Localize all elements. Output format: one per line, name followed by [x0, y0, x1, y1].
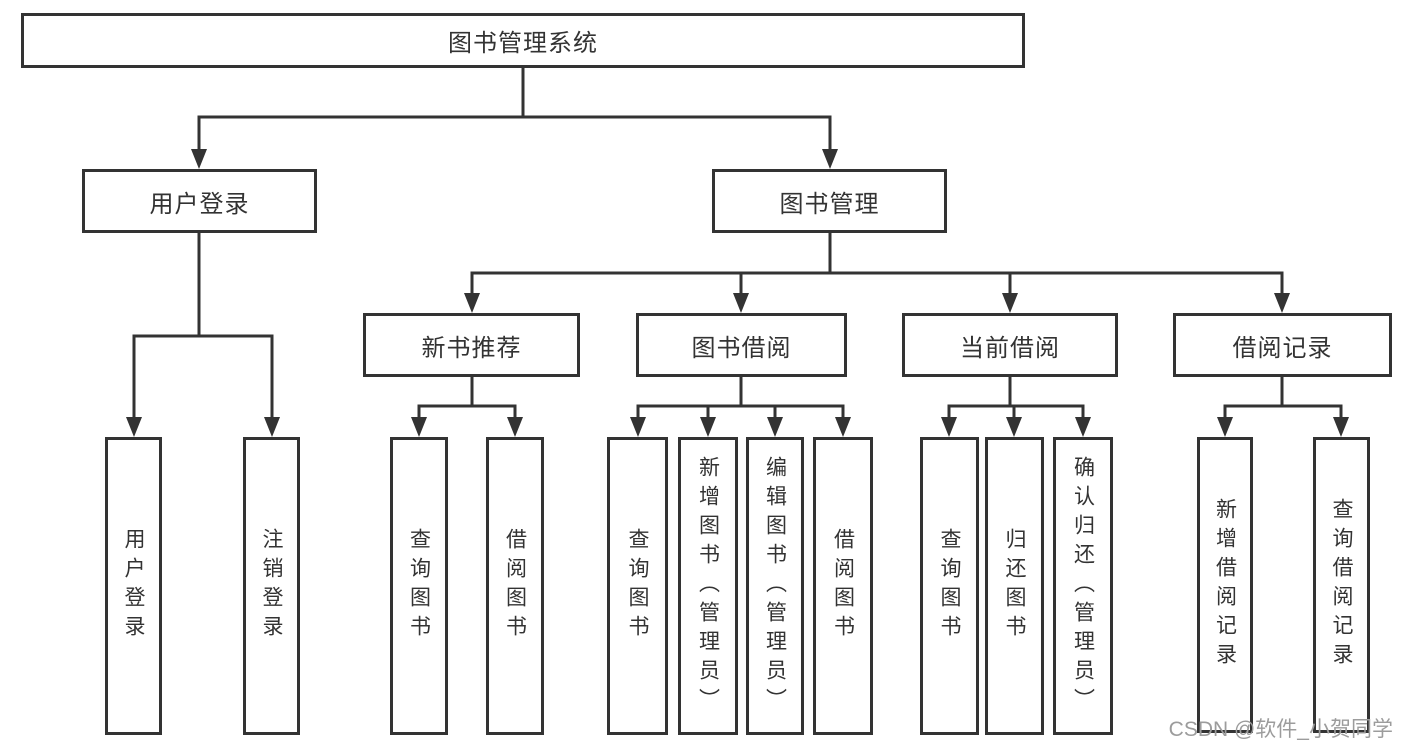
- leaf-borrow-books-label: 借阅图书: [831, 528, 855, 644]
- leaf-logout-label: 注销登录: [260, 528, 283, 644]
- leaf-confirm-return-admin-label: 确认归还（管理员）: [1071, 455, 1095, 717]
- leaf-query-borrow-record-label: 查询借阅记录: [1330, 498, 1353, 672]
- leaf-borrow-query-books-label: 查询图书: [626, 528, 649, 644]
- node-new-book-recommend-label: 新书推荐: [421, 334, 522, 362]
- connector-stems: [132, 66, 1343, 423]
- leaf-user-login-label: 用户登录: [122, 528, 145, 644]
- node-book-borrow-label: 图书借阅: [691, 334, 792, 362]
- leaf-recommend-borrow-books: 借阅图书: [486, 437, 544, 735]
- leaf-add-borrow-record: 新增借阅记录: [1197, 437, 1253, 733]
- leaf-add-books-admin: 新增图书（管理员）: [678, 437, 738, 735]
- leaf-recommend-borrow-books-label: 借阅图书: [503, 528, 527, 644]
- leaf-borrow-books: 借阅图书: [813, 437, 873, 735]
- node-current-borrow: 当前借阅: [902, 313, 1118, 377]
- node-new-book-recommend: 新书推荐: [363, 313, 580, 377]
- leaf-current-query-books-label: 查询图书: [938, 528, 961, 644]
- leaf-logout: 注销登录: [243, 437, 300, 735]
- leaf-borrow-query-books: 查询图书: [607, 437, 668, 735]
- csdn-watermark: CSDN @软件_小贺同学: [1168, 718, 1393, 741]
- leaf-recommend-query-books: 查询图书: [390, 437, 448, 735]
- leaf-user-login: 用户登录: [105, 437, 162, 735]
- leaf-confirm-return-admin: 确认归还（管理员）: [1053, 437, 1113, 735]
- node-book-management: 图书管理: [712, 169, 947, 233]
- node-book-borrow: 图书借阅: [636, 313, 847, 377]
- leaf-edit-books-admin: 编辑图书（管理员）: [746, 437, 804, 735]
- leaf-add-borrow-record-label: 新增借阅记录: [1213, 498, 1237, 672]
- leaf-add-books-admin-label: 新增图书（管理员）: [696, 455, 720, 717]
- leaf-query-borrow-record: 查询借阅记录: [1313, 437, 1370, 733]
- leaf-current-query-books: 查询图书: [920, 437, 979, 735]
- node-user-login-label: 用户登录: [149, 190, 250, 218]
- node-user-login: 用户登录: [82, 169, 317, 233]
- node-library-system-label: 图书管理系统: [448, 30, 598, 57]
- node-book-management-label: 图书管理: [779, 190, 880, 218]
- node-library-system: 图书管理系统: [21, 13, 1025, 68]
- node-borrow-records-label: 借阅记录: [1232, 334, 1333, 362]
- leaf-edit-books-admin-label: 编辑图书（管理员）: [763, 455, 787, 717]
- node-borrow-records: 借阅记录: [1173, 313, 1392, 377]
- node-current-borrow-label: 当前借阅: [960, 334, 1060, 362]
- arrowheads: [126, 149, 1349, 437]
- leaf-recommend-query-books-label: 查询图书: [407, 528, 431, 644]
- leaf-return-books-label: 归还图书: [1003, 528, 1026, 644]
- leaf-return-books: 归还图书: [985, 437, 1044, 735]
